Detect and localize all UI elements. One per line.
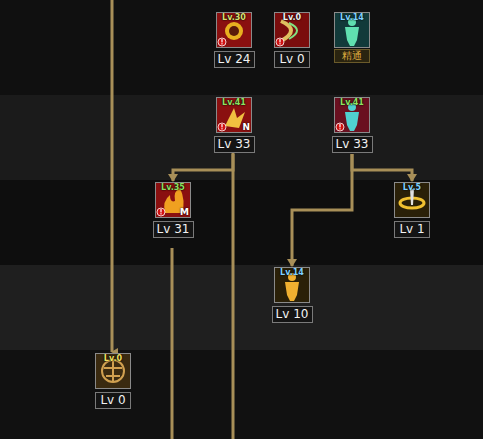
skill-level: Lv 1	[394, 221, 430, 238]
required-level: Lv.14	[275, 268, 309, 277]
skill-level: Lv 0	[274, 51, 310, 68]
skill-level: Lv 0	[95, 392, 131, 409]
mastery-plate: 精通	[334, 49, 370, 63]
skill-level: Lv 33	[214, 136, 255, 153]
skill-level: Lv 10	[272, 306, 313, 323]
skill-icon: Lv.41N	[216, 97, 252, 133]
skill-level: Lv 31	[153, 221, 194, 238]
tree-line	[111, 0, 114, 352]
skill-node: Lv.35M Lv 31	[151, 182, 195, 238]
skill-icon: Lv.14	[334, 12, 370, 48]
prerequisite-line	[352, 154, 412, 181]
skill-icon: Lv.5	[394, 182, 430, 218]
required-level: Lv.14	[335, 13, 369, 22]
required-level: Lv.35	[156, 183, 190, 192]
row-band	[0, 350, 483, 439]
skill-node: Lv.14 Lv 10	[270, 267, 314, 323]
skill-node: Lv.41 Lv 33	[330, 97, 374, 153]
tree-line	[232, 150, 235, 439]
skill-icon: Lv.0	[95, 353, 131, 389]
skill-node: Lv.5 Lv 1	[390, 182, 434, 238]
skill-icon: Lv.0	[274, 12, 310, 48]
prerequisite-line	[292, 154, 352, 266]
skill-icon: Lv.41	[334, 97, 370, 133]
required-level: Lv.30	[217, 13, 251, 22]
skill-icon: Lv.35M	[155, 182, 191, 218]
skill-node: Lv.0 Lv 0	[270, 12, 314, 68]
required-level: Lv.0	[275, 13, 309, 22]
skill-mark: M	[180, 207, 189, 217]
required-level: Lv.41	[335, 98, 369, 107]
skill-icon: Lv.30	[216, 12, 252, 48]
skill-mark: N	[242, 122, 250, 132]
skill-node: Lv.14 精通	[330, 12, 374, 63]
skill-node: Lv.30 Lv 24	[212, 12, 256, 68]
skill-level: Lv 33	[332, 136, 373, 153]
skill-node: Lv.0 Lv 0	[91, 353, 135, 409]
skill-node: Lv.41N Lv 33	[212, 97, 256, 153]
tree-line	[171, 248, 174, 439]
required-level: Lv.5	[395, 183, 429, 192]
skill-icon: Lv.14	[274, 267, 310, 303]
skill-level: Lv 24	[214, 51, 255, 68]
row-band	[0, 265, 483, 350]
required-level: Lv.0	[96, 354, 130, 363]
prerequisite-line	[173, 154, 233, 181]
required-level: Lv.41	[217, 98, 251, 107]
